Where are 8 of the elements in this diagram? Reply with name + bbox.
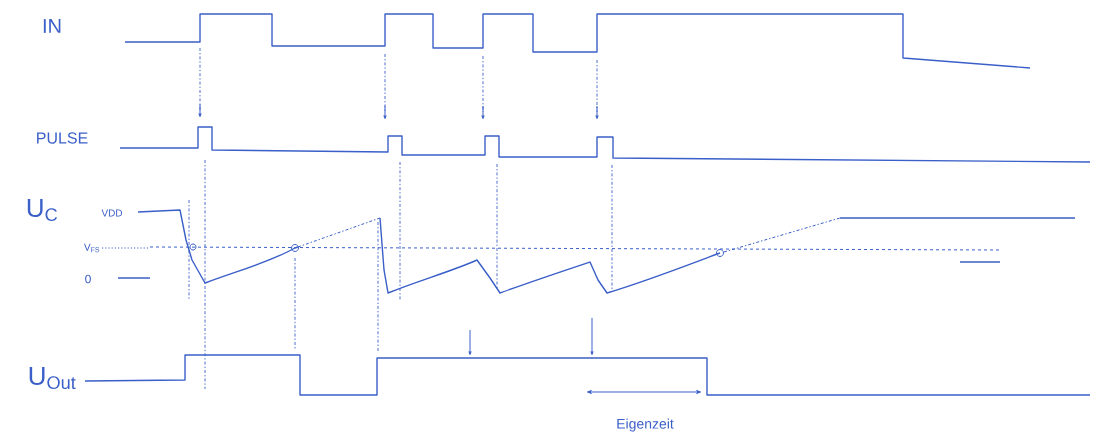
signal-label: VDD <box>101 209 123 217</box>
signal-label: Eigenzeit <box>617 418 674 432</box>
signal-label: V$_{FS}$ <box>84 243 100 253</box>
signal-label: 0 <box>85 274 91 284</box>
signal-label: PULSE <box>37 132 88 144</box>
signal-label: IN <box>43 19 61 33</box>
signal-label: U$_{Out}$ <box>29 366 76 390</box>
signal-label: U$_{C}$ <box>27 198 58 222</box>
